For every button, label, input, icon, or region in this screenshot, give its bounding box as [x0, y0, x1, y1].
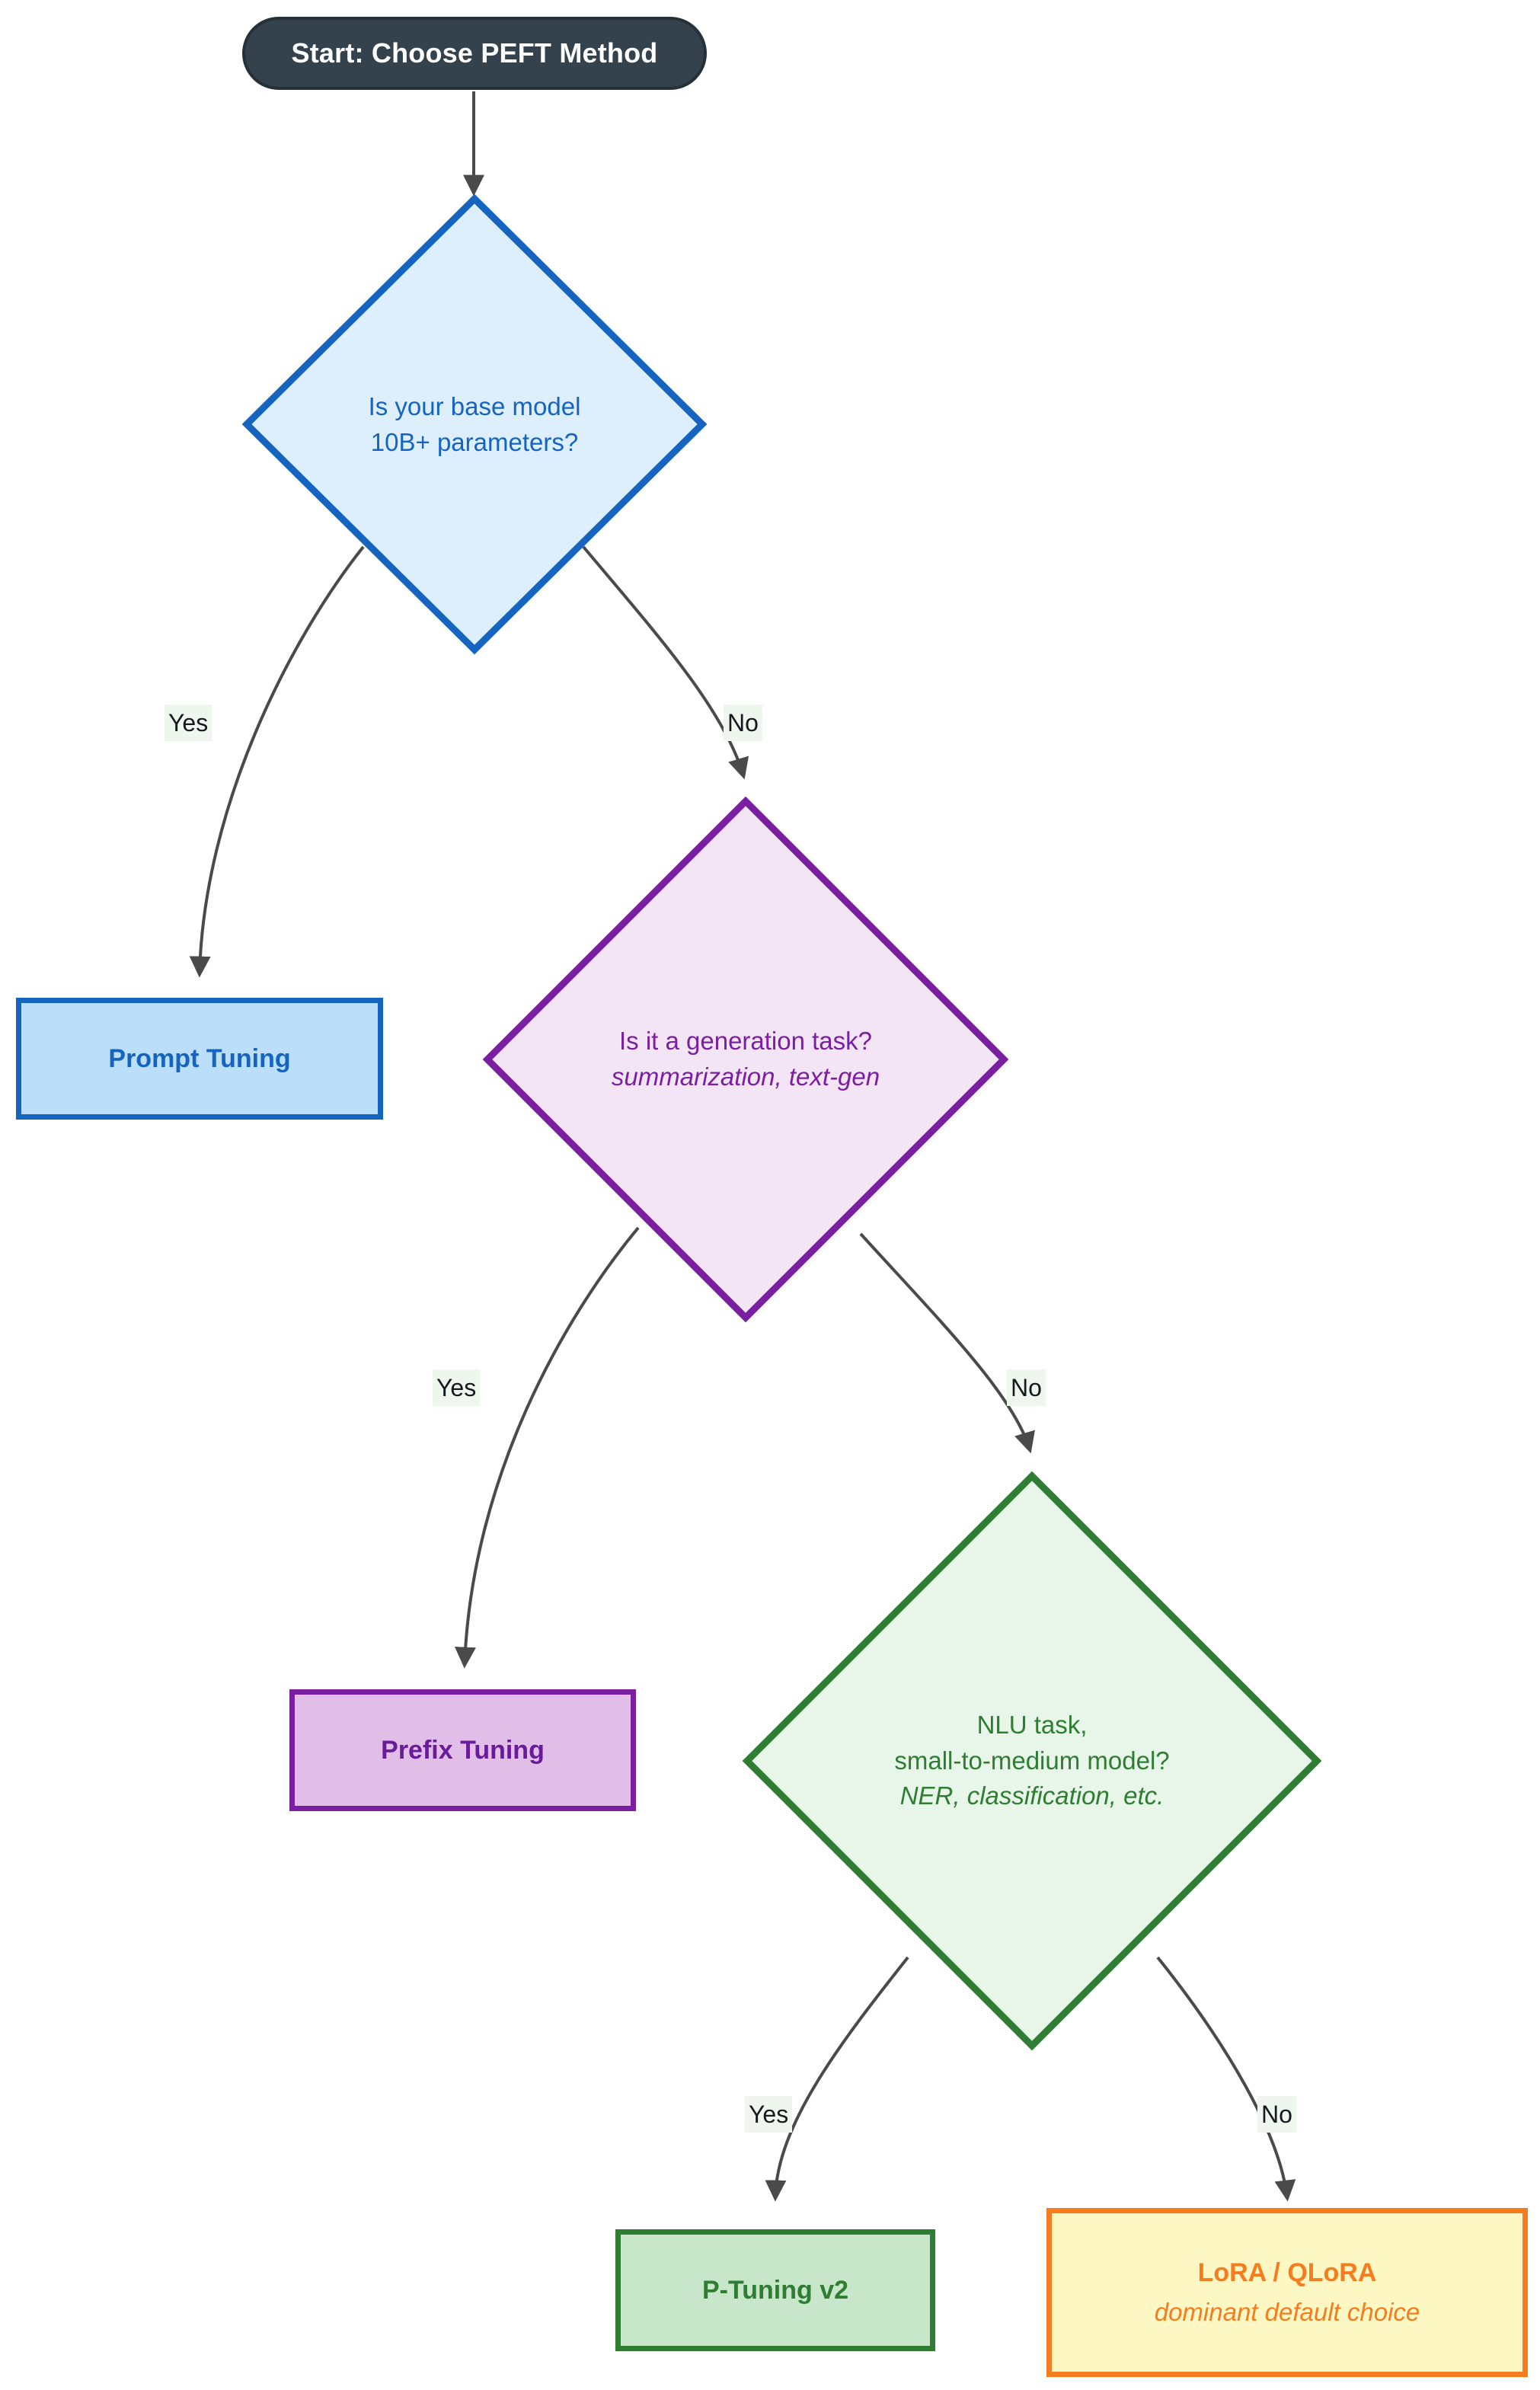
start-node-label: Start: Choose PEFT Method: [291, 37, 658, 69]
decision-nlu-label: NLU task, small-to-medium model? NER, cl…: [743, 1471, 1321, 2050]
decision-nlu-shape: [743, 1471, 1321, 2050]
lora-qlora-sublabel: dominant default choice: [1154, 2297, 1420, 2326]
edge-label-yes-generation: Yes: [433, 1369, 481, 1406]
edge-label-yes-nlu: Yes: [745, 2096, 793, 2133]
prompt-tuning-node[interactable]: Prompt Tuning: [16, 998, 383, 1120]
p-tuning-v2-label: P-Tuning v2: [701, 2275, 849, 2305]
decision-generation-shape: [483, 797, 1008, 1322]
decision-generation-label: Is it a generation task? summarization, …: [483, 797, 1008, 1322]
edge-label-no-nlu: No: [1257, 2096, 1296, 2133]
decision-generation-line1: Is it a generation task?: [618, 1027, 873, 1056]
edge-label-no-generation: No: [1007, 1369, 1046, 1406]
p-tuning-v2-node[interactable]: P-Tuning v2: [615, 2229, 935, 2351]
edge-label-yes-model-size: Yes: [165, 705, 212, 741]
decision-model-size-line1: Is your base model: [368, 391, 581, 420]
decision-model-size-line2: 10B+ parameters?: [370, 427, 579, 456]
prompt-tuning-label: Prompt Tuning: [108, 1043, 291, 1073]
decision-nlu-line2: small-to-medium model?: [894, 1746, 1170, 1775]
decision-generation-line2: summarization, text-gen: [611, 1062, 880, 1091]
decision-generation-node[interactable]: Is it a generation task? summarization, …: [483, 797, 1008, 1322]
edge-label-no-model-size: No: [724, 705, 762, 741]
decision-nlu-line1: NLU task,: [976, 1710, 1088, 1739]
prefix-tuning-node[interactable]: Prefix Tuning: [289, 1689, 636, 1811]
decision-nlu-line3: NER, classification, etc.: [899, 1781, 1165, 1810]
start-node[interactable]: Start: Choose PEFT Method: [242, 17, 707, 90]
decision-model-size-label: Is your base model 10B+ parameters?: [242, 194, 707, 655]
decision-model-size-shape: [242, 194, 707, 655]
decision-model-size-node[interactable]: Is your base model 10B+ parameters?: [242, 194, 707, 655]
prefix-tuning-label: Prefix Tuning: [381, 1735, 545, 1765]
lora-qlora-label: LoRA / QLoRA: [1197, 2258, 1377, 2288]
decision-nlu-node[interactable]: NLU task, small-to-medium model? NER, cl…: [743, 1471, 1321, 2050]
lora-qlora-node[interactable]: LoRA / QLoRA dominant default choice: [1046, 2208, 1528, 2377]
